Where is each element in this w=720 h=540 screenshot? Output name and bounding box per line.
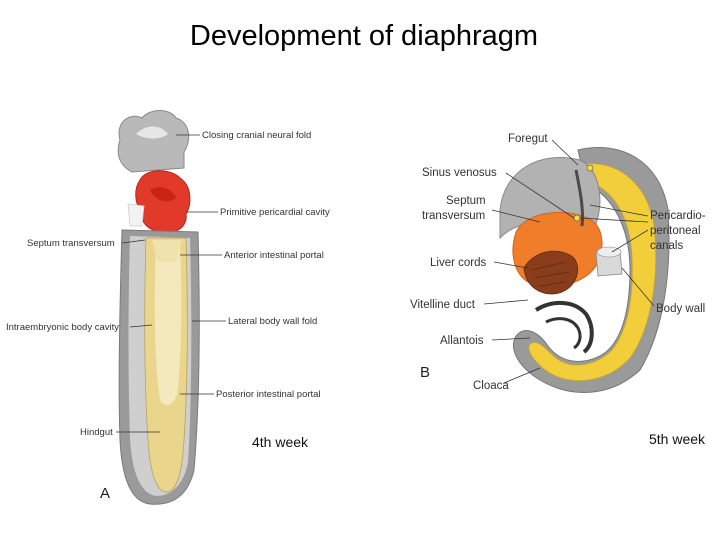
label-vitelline-duct: Vitelline duct (410, 299, 476, 311)
label-lateral-body-wall-fold: Lateral body wall fold (228, 316, 317, 327)
figure-b-leaders (483, 139, 655, 384)
week-label-a: 4th week (252, 434, 309, 450)
figure-b-embryo: B (420, 147, 670, 393)
label-canals: canals (650, 240, 683, 252)
label-allantois: Allantois (440, 335, 484, 347)
label-liver-cords: Liver cords (430, 257, 486, 269)
label-body-wall: Body wall (656, 303, 705, 315)
label-cloaca: Cloaca (473, 380, 509, 392)
label-closing-cranial-neural-fold: Closing cranial neural fold (202, 130, 311, 141)
label-peritoneal: peritoneal (650, 225, 701, 237)
label-septum: Septum (446, 195, 486, 207)
label-foregut: Foregut (508, 133, 548, 145)
cranial-neural-fold-shape (117, 110, 190, 173)
label-anterior-intestinal-portal: Anterior intestinal portal (224, 250, 324, 261)
label-intraembryonic-body-cavity: Intraembryonic body cavity (6, 322, 119, 333)
label-septum-transversum-a: Septum transversum (27, 238, 115, 249)
label-transversum: transversum (422, 210, 485, 222)
slide-title: Development of diaphragm (189, 20, 539, 52)
figure-a-leaders (116, 134, 226, 433)
label-sinus-venosus: Sinus venosus (422, 167, 497, 179)
pericardial-cavity-shape (135, 170, 191, 234)
label-hindgut: Hindgut (80, 427, 113, 438)
liver-cords-shape (523, 250, 578, 295)
figure-a-embryo: A (100, 110, 200, 505)
label-pericardio: Pericardio- (650, 210, 706, 222)
label-primitive-pericardial-cavity: Primitive pericardial cavity (220, 207, 330, 218)
label-posterior-intestinal-portal: Posterior intestinal portal (216, 389, 321, 400)
embryo-b-yellow-body (528, 163, 657, 382)
figure-b-letter: B (420, 364, 430, 381)
week-label-b: 5th week (649, 431, 706, 447)
figure-a-letter: A (100, 485, 110, 502)
